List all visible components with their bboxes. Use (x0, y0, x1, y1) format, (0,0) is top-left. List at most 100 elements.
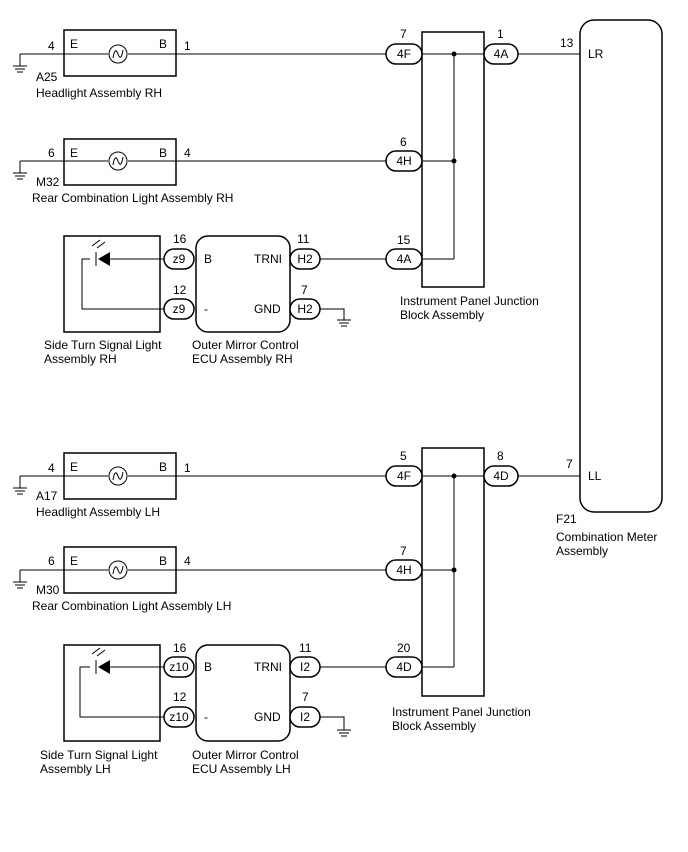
meter-terminal-ll: LL (588, 469, 602, 483)
mirror-ecu-lh-pin-trni: 11 (299, 641, 312, 655)
headlight-lh-code: A17 (36, 489, 58, 503)
mirror-ecu-lh: B - TRNI GND 11 I2 7 I2 Outer Mirror Con… (192, 641, 351, 776)
mirror-ecu-rh-terminal-trni: TRNI (254, 252, 282, 266)
junction-lh-pin-mid: 7 (400, 544, 407, 558)
ground-icon (13, 476, 27, 495)
rear-combo-lh-pin-left: 6 (48, 554, 55, 568)
mirror-ecu-lh-conn-trni: I2 (300, 660, 310, 674)
mirror-ecu-lh-conn-gnd: I2 (300, 710, 310, 724)
turn-signal-lh-box (63, 644, 161, 742)
rear-combo-lh-terminal-e: E (70, 554, 78, 568)
mirror-ecu-rh-name-1: Outer Mirror Control (192, 338, 299, 352)
ground-icon (13, 161, 27, 180)
rear-combo-lh-code: M30 (36, 583, 60, 597)
rear-combo-rh: E B 6 4 M32 Rear Combination Light Assem… (13, 138, 233, 205)
bulb-icon (108, 560, 128, 580)
ground-icon (337, 319, 351, 327)
turn-signal-rh-box (63, 235, 161, 333)
mirror-ecu-rh-pin-gnd: 7 (301, 283, 308, 297)
headlight-lh-terminal-e: E (70, 460, 78, 474)
meter-code: F21 (556, 512, 577, 526)
rear-combo-rh-name: Rear Combination Light Assembly RH (32, 191, 233, 205)
rear-combo-lh-pin-right: 4 (184, 554, 191, 568)
junction-rh-name-2: Block Assembly (400, 308, 484, 322)
rear-combo-rh-code: M32 (36, 175, 60, 189)
junction-rh-pin-mid: 6 (400, 135, 407, 149)
junction-lh-name-1: Instrument Panel Junction (392, 705, 531, 719)
headlight-lh: E B 4 1 A17 Headlight Assembly LH (13, 452, 191, 519)
mirror-ecu-lh-pin-gnd: 7 (302, 690, 309, 704)
turn-signal-rh-pin-b: 16 (173, 232, 187, 246)
junction-rh-name-1: Instrument Panel Junction (400, 294, 539, 308)
junction-rh-conn-low: 4A (397, 252, 412, 266)
mirror-ecu-lh-name-1: Outer Mirror Control (192, 748, 299, 762)
rear-combo-rh-terminal-e: E (70, 146, 78, 160)
turn-signal-rh-conn-b: z9 (173, 252, 186, 266)
rear-combo-rh-pin-right: 4 (184, 146, 191, 160)
turn-signal-lh-pin-b: 16 (173, 641, 187, 655)
junction-rh-conn-out: 4A (494, 47, 509, 61)
mirror-ecu-lh-terminal-neg: - (204, 710, 208, 724)
headlight-rh-terminal-e: E (70, 37, 78, 51)
junction-lh-pin-low: 20 (397, 641, 411, 655)
headlight-rh-terminal-b: B (159, 37, 167, 51)
junction-rh-pin-low: 15 (397, 233, 411, 247)
meter-terminal-lr: LR (588, 47, 604, 61)
turn-signal-rh: 16 z9 12 z9 Side Turn Signal Light Assem… (44, 232, 195, 366)
mirror-ecu-rh-terminal-b: B (204, 252, 212, 266)
headlight-rh: E B 4 1 A25 Headlight Assembly RH (13, 29, 191, 100)
ground-icon (13, 54, 27, 73)
mirror-ecu-lh-terminal-b: B (204, 660, 212, 674)
combination-meter: 13 LR 7 LL F21 Combination Meter Assembl… (556, 19, 663, 558)
junction-lh-pin-out: 8 (497, 449, 504, 463)
meter-name-1: Combination Meter (556, 530, 657, 544)
rear-combo-lh: E B 6 4 M30 Rear Combination Light Assem… (13, 546, 231, 613)
turn-signal-rh-name-1: Side Turn Signal Light (44, 338, 162, 352)
headlight-rh-pin-right: 1 (184, 39, 191, 53)
meter-pin-lr: 13 (560, 36, 574, 50)
junction-lh-conn-mid: 4H (396, 563, 411, 577)
turn-signal-rh-name-2: Assembly RH (44, 352, 117, 366)
turn-signal-lh-name-2: Assembly LH (40, 762, 111, 776)
junction-rh: 7 4F 6 4H 15 4A 1 4A Instrument Panel Ju… (385, 27, 539, 322)
turn-signal-rh-conn-neg: z9 (173, 302, 186, 316)
mirror-ecu-rh-terminal-neg: - (204, 302, 208, 316)
rear-combo-lh-name: Rear Combination Light Assembly LH (32, 599, 231, 613)
bulb-icon (108, 151, 128, 171)
junction-lh-conn-top: 4F (397, 469, 411, 483)
junction-lh-conn-out: 4D (493, 469, 509, 483)
meter-pin-ll: 7 (566, 457, 573, 471)
junction-lh-name-2: Block Assembly (392, 719, 476, 733)
headlight-lh-terminal-b: B (159, 460, 167, 474)
turn-signal-lh-pin-neg: 12 (173, 690, 187, 704)
turn-signal-rh-pin-neg: 12 (173, 283, 187, 297)
combination-meter-box (579, 19, 663, 513)
led-icon (91, 647, 110, 674)
headlight-rh-code: A25 (36, 70, 58, 84)
mirror-ecu-rh-name-2: ECU Assembly RH (192, 352, 293, 366)
meter-name-2: Assembly (556, 544, 608, 558)
bulb-icon (108, 44, 128, 64)
headlight-lh-pin-right: 1 (184, 461, 191, 475)
turn-signal-lh: 16 z10 12 z10 Side Turn Signal Light Ass… (40, 641, 195, 776)
mirror-ecu-lh-name-2: ECU Assembly LH (192, 762, 291, 776)
mirror-ecu-lh-terminal-gnd: GND (254, 710, 281, 724)
junction-rh-conn-top: 4F (397, 47, 411, 61)
headlight-rh-pin-left: 4 (48, 39, 55, 53)
ground-icon (13, 570, 27, 589)
led-icon (91, 239, 110, 266)
bulb-icon (108, 466, 128, 486)
mirror-ecu-rh-conn-gnd: H2 (297, 302, 313, 316)
headlight-lh-name: Headlight Assembly LH (36, 505, 160, 519)
mirror-ecu-rh: B - TRNI GND 11 H2 7 H2 Outer Mirror Con… (192, 232, 351, 366)
rear-combo-rh-pin-left: 6 (48, 146, 55, 160)
ground-icon (337, 729, 351, 737)
mirror-ecu-rh-box (195, 235, 291, 333)
junction-rh-pin-top: 7 (400, 27, 407, 41)
headlight-rh-name: Headlight Assembly RH (36, 86, 162, 100)
junction-rh-pin-out: 1 (497, 27, 504, 41)
junction-lh-conn-low: 4D (396, 660, 412, 674)
rear-combo-rh-terminal-b: B (159, 146, 167, 160)
junction-lh-pin-top: 5 (400, 449, 407, 463)
